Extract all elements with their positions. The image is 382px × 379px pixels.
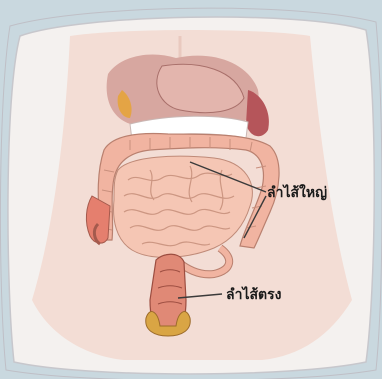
large-intestine-label: ลำไส้ใหญ่: [267, 182, 327, 204]
rectum-label: ลำไส้ตรง: [226, 284, 281, 306]
